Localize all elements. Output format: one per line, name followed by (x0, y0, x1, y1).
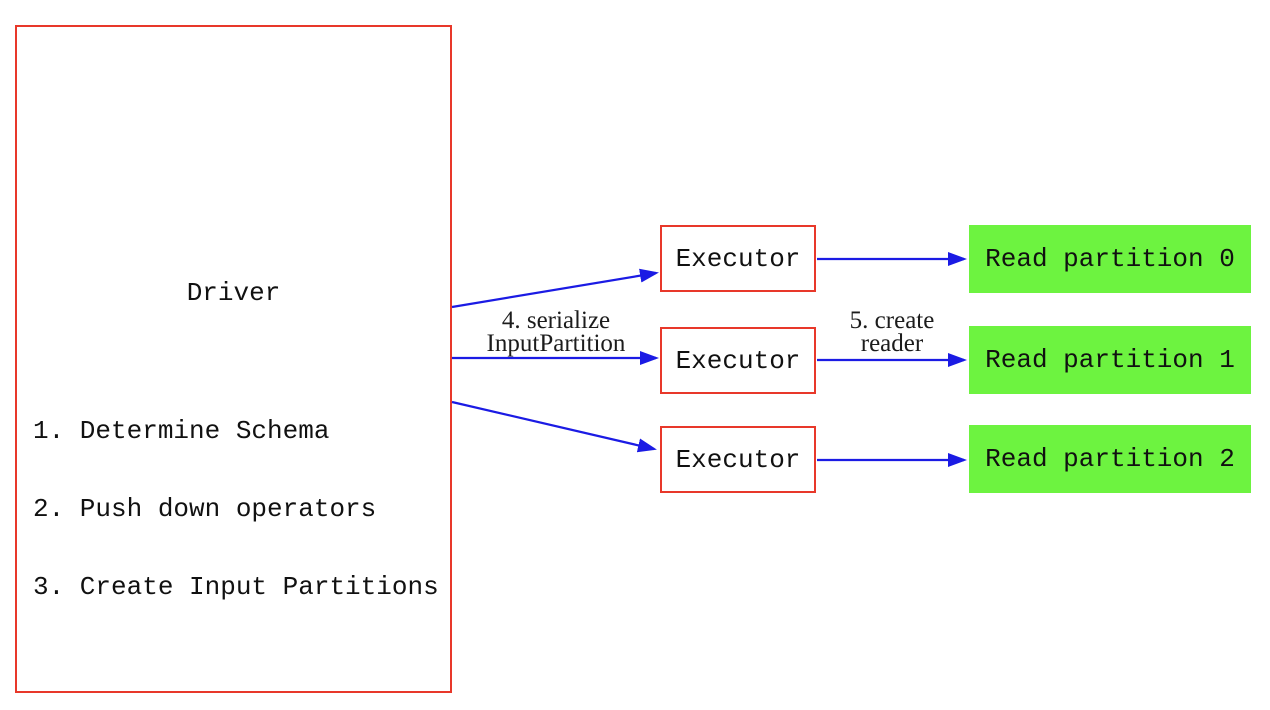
driver-step-3: 3. Create Input Partitions (33, 572, 439, 602)
arrow-driver-to-executor-1 (451, 268, 659, 309)
executor-node-3: Executor (660, 426, 816, 493)
driver-steps-list: 1. Determine Schema 2. Push down operato… (33, 366, 439, 652)
driver-node: Driver 1. Determine Schema 2. Push down … (15, 25, 452, 693)
executor-node-2: Executor (660, 327, 816, 394)
edge-label-serialize-inputpartition: 4. serialize InputPartition (436, 307, 676, 357)
executor-label-1: Executor (675, 243, 801, 274)
read-partition-node-2: Read partition 2 (969, 425, 1251, 493)
read-partition-label-0: Read partition 0 (985, 244, 1235, 274)
read-partition-node-0: Read partition 0 (969, 225, 1251, 293)
executor-label-2: Executor (675, 345, 801, 376)
driver-step-1: 1. Determine Schema (33, 416, 330, 446)
read-partition-label-2: Read partition 2 (985, 444, 1235, 474)
arrow-driver-to-executor-3 (451, 400, 657, 453)
edge-label-create-reader: 5. create reader (812, 307, 972, 357)
read-partition-label-1: Read partition 1 (985, 345, 1235, 375)
read-partition-node-1: Read partition 1 (969, 326, 1251, 394)
executor-label-3: Executor (675, 444, 801, 475)
driver-step-2: 2. Push down operators (33, 494, 377, 524)
driver-title: Driver (186, 278, 281, 308)
edge-label-create-line1: 5. create (849, 307, 935, 334)
edge-label-serialize-line2: InputPartition (486, 330, 626, 357)
edge-label-create-line2: reader (860, 330, 924, 357)
edge-label-serialize-line1: 4. serialize (501, 307, 611, 334)
executor-node-1: Executor (660, 225, 816, 292)
